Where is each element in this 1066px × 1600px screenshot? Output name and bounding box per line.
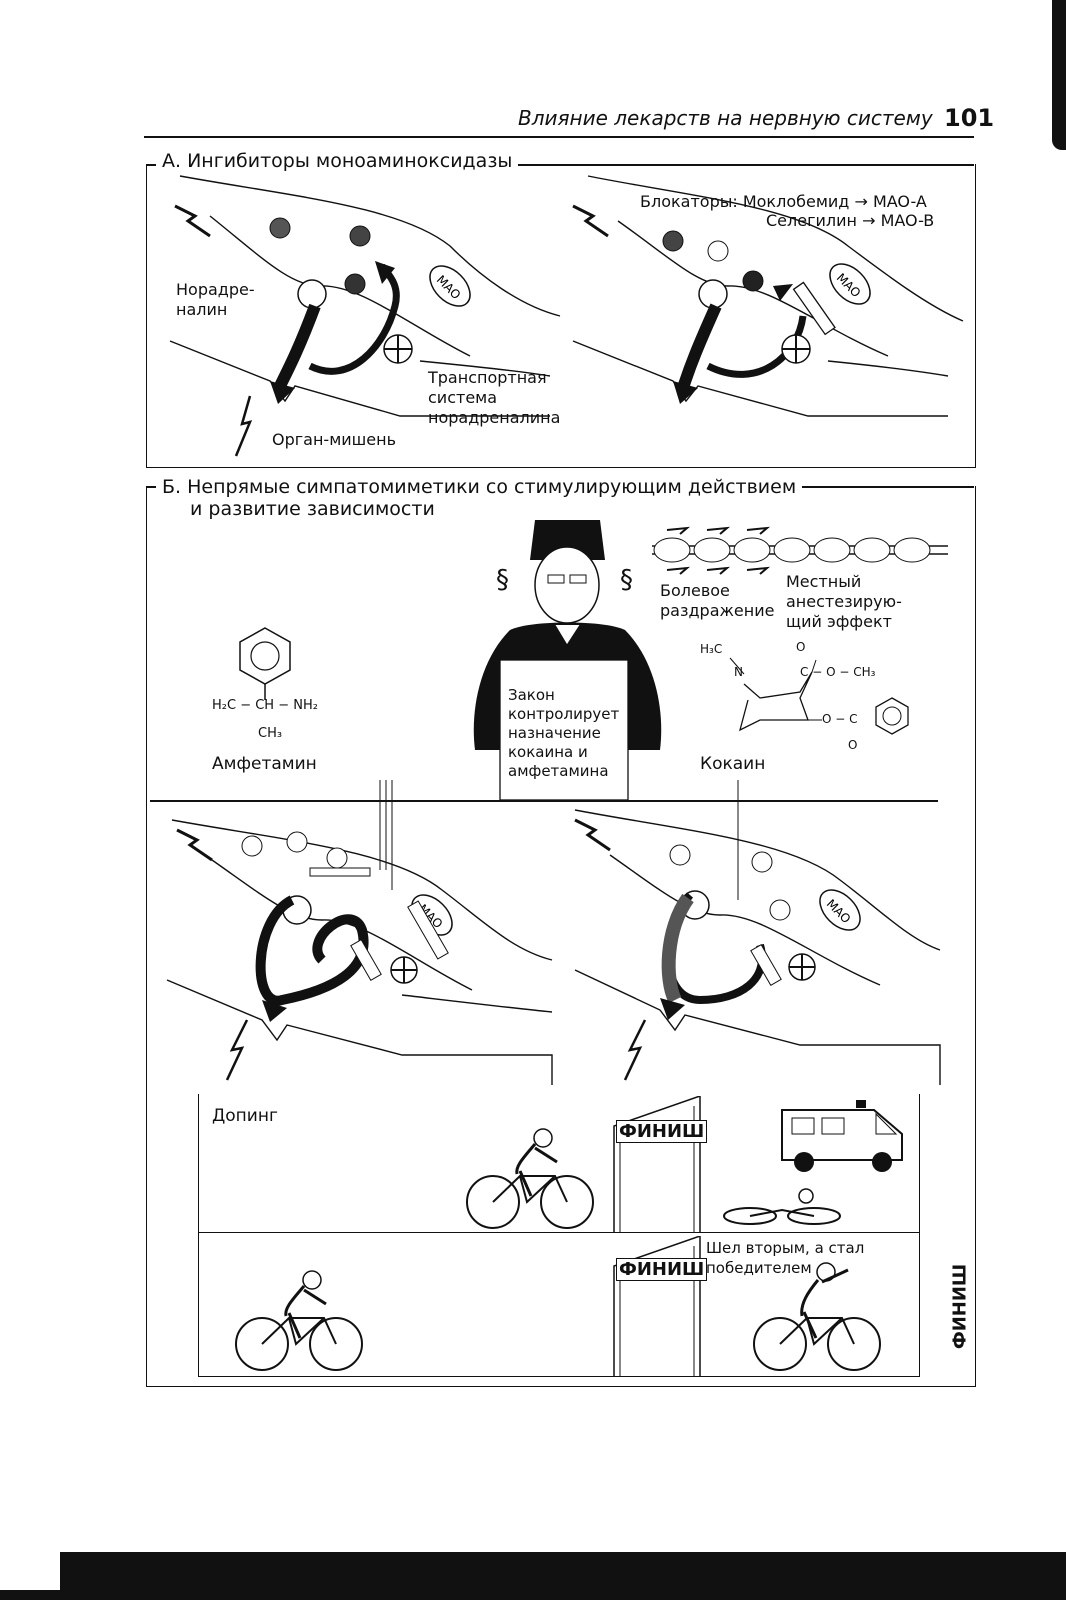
blockers-line-2: Селегилин → MAO-B [766,211,935,230]
mao-inhibitor-bar [792,281,836,336]
race-panel-bottom [198,1232,920,1377]
cyclist-winner [753,1262,881,1371]
section-a-frame [146,164,976,468]
finish-sign-bottom: ФИНИШ [616,1258,708,1281]
amphetamine-structure [239,627,291,700]
cocaine-label: Кокаин [700,754,766,774]
cocaine-ester: C − O − CH₃ [800,665,876,679]
header-rule [144,136,974,138]
cocaine-o-c: O − C [822,712,858,726]
paragraph-sign-left: § [496,565,509,595]
section-b-frame [146,486,976,1387]
section-b-title-line-2: и развитие зависимости [184,498,441,520]
section-a-top-rule [146,164,974,166]
cocaine-o-top: O [796,640,806,654]
page-number: 101 [944,104,995,132]
blockers-line-1: Блокаторы: Моклобемид → MAO-A [640,192,927,211]
law-document [499,659,629,800]
transport-system-label: Транспортная система норадреналина [428,368,561,427]
cocaine-o-bottom: O [848,738,858,752]
finish-gate-top [613,1096,701,1232]
paragraph-sign-right: § [620,565,633,595]
section-b-title-line-1: Б. Непрямые симпатомиметики со стимулиру… [156,476,803,498]
local-anesthetic-label: Местный анестезирую- щий эффект [786,572,902,631]
mao-enzyme-a-right: MAO [829,263,871,305]
scan-edge [1052,0,1066,150]
cocaine-h3c: H₃C [700,642,723,656]
synapse-diagram-a-left: MAO [169,175,561,457]
amphetamine-label: Амфетамин [212,754,317,774]
sodium-channels-diagram [652,526,948,575]
section-a-title: А. Ингибиторы моноаминоксидазы [156,150,519,172]
law-text: Закон контролирует назначение кокаина и … [508,686,620,780]
target-organ-label: Орган-мишень [272,430,397,449]
pain-stimulus-label: Болевое раздражение [660,581,775,620]
second-place-text: Шел вторым, а стал победителем [706,1239,865,1277]
amphetamine-formula-line-1: H₂C − CH − NH₂ [212,698,318,713]
amphetamine-formula-line-2: CH₃ [258,726,283,741]
scan-edge-bottom-strip [0,1590,1066,1600]
doping-label: Допинг [212,1106,278,1126]
cyclist-doping [466,1128,594,1229]
cocaine-n: N [734,665,743,679]
running-header-title: Влияние лекарств на нервную систему [518,106,933,130]
synapse-diagram-b-left: MAO [166,780,553,1085]
cyclist-start [235,1270,363,1371]
synapse-diagram-a-right: MAO [572,175,964,417]
vertical-finish-label: ФИНИШ [949,1263,971,1350]
noradrenaline-label: Норадре- налин [176,280,255,319]
finish-gate-bottom [613,1236,701,1376]
ambulance-icon [781,1100,903,1172]
section-b-divider [150,800,938,802]
cyclist-fallen [723,1188,841,1225]
transporter-a-left [383,334,413,364]
cocaine-structure [729,657,909,735]
transporter-a-right [781,334,811,364]
finish-sign-top: ФИНИШ [616,1120,708,1143]
synapse-diagram-b-right: MAO [574,780,941,1085]
mao-enzyme-a-left: MAO [429,265,471,307]
judge-illustration [473,520,662,800]
